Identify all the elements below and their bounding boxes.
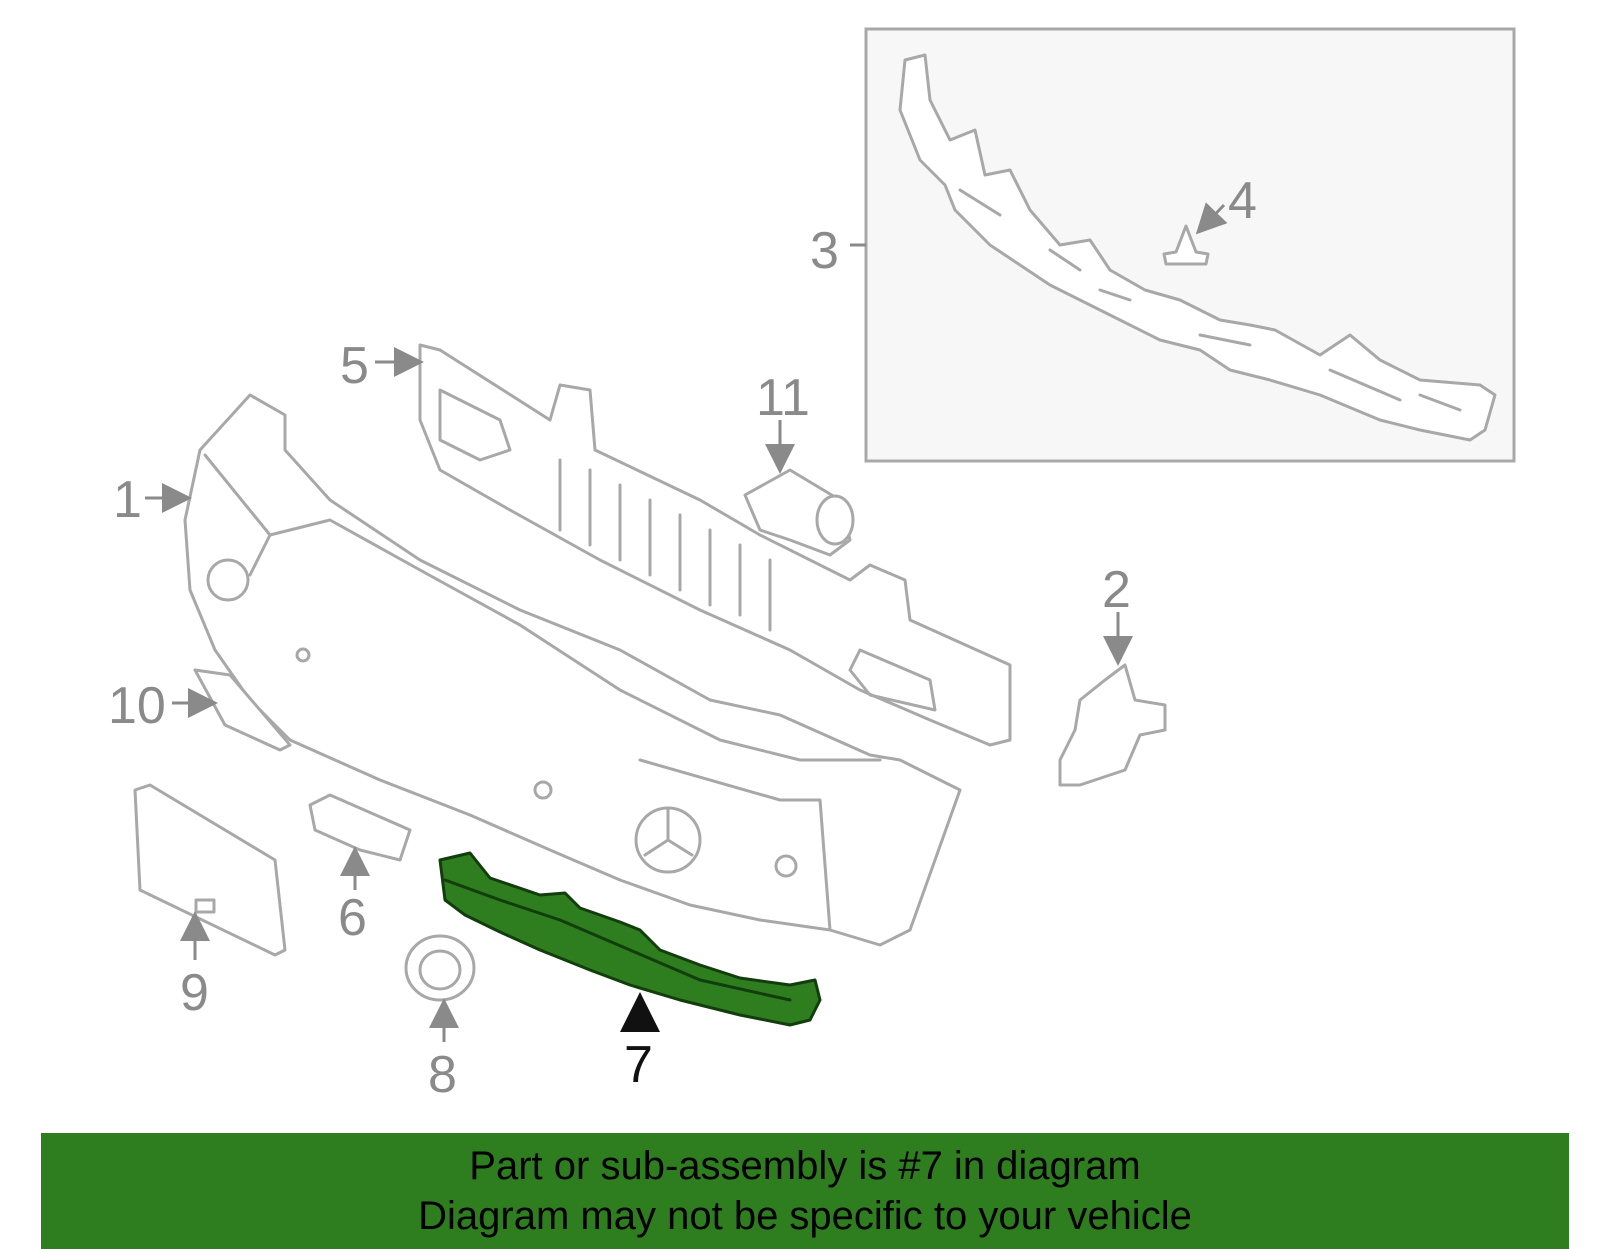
callout-5: 5: [340, 337, 369, 395]
callout-9: 9: [180, 964, 209, 1022]
callout-2: 2: [1102, 561, 1131, 619]
part-7-highlighted: [438, 851, 822, 1027]
banner-line-2: Diagram may not be specific to your vehi…: [418, 1194, 1192, 1238]
part-4-clip: [1162, 224, 1210, 266]
part-11-sensor: [743, 468, 855, 557]
callout-10: 10: [108, 677, 166, 735]
part-2-bracket: [1058, 663, 1167, 787]
part-5-absorber: [418, 343, 1012, 747]
callout-8: 8: [428, 1046, 457, 1104]
part-10-trim: [193, 668, 292, 752]
callout-7: 7: [624, 1036, 653, 1094]
info-banner: Part or sub-assembly is #7 in diagram Di…: [41, 1133, 1569, 1249]
callout-4: 4: [1228, 172, 1257, 230]
part-8-ring: [404, 934, 476, 1002]
callout-11: 11: [756, 369, 810, 427]
banner-line-1: Part or sub-assembly is #7 in diagram: [469, 1144, 1141, 1188]
callout-1: 1: [113, 471, 142, 529]
part-6-bracket: [308, 793, 412, 862]
part-9-plate-bracket: [133, 783, 287, 957]
callout-6: 6: [338, 889, 367, 947]
callout-3: 3: [810, 222, 839, 280]
part-3-reinforcement: [898, 53, 1497, 442]
part-3-inset: [864, 27, 1516, 463]
